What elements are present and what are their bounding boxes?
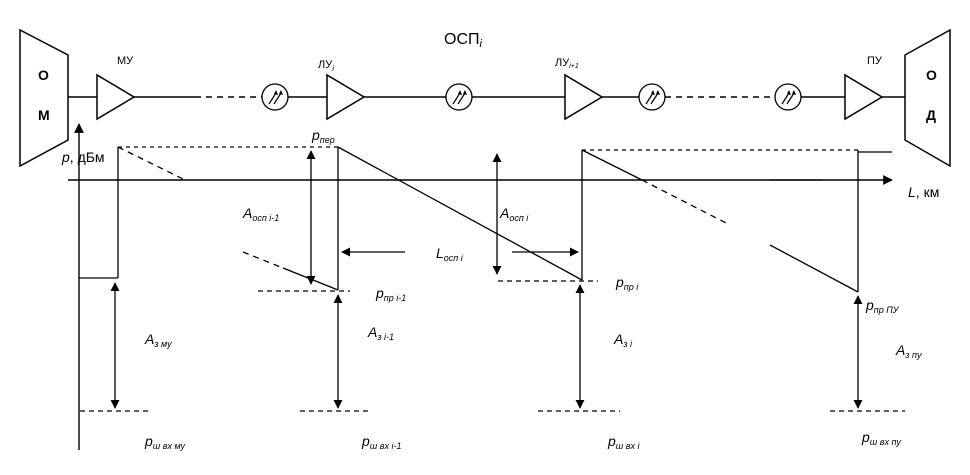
label-a-z-mu: Aз му	[144, 331, 172, 349]
regenerator-2	[445, 83, 473, 111]
amp-lu-i1	[564, 73, 604, 121]
label-a-osp-i: Aосп i	[499, 205, 529, 223]
lu-i1-label: ЛУi+1	[555, 57, 579, 70]
axes	[68, 123, 893, 450]
om-label-2: М	[38, 107, 50, 123]
dimension-arrows	[110, 150, 863, 409]
reference-levels	[80, 280, 905, 412]
regenerator-3	[638, 83, 666, 111]
lu-i-label: ЛУi	[318, 59, 334, 73]
power-profile	[79, 146, 892, 293]
label-p-pr-i: pпр i	[615, 274, 639, 292]
label-a-z-i: Aз i	[613, 331, 633, 349]
label-p-sh-i1: pш вх i-1	[361, 433, 401, 451]
od-label-1: О	[926, 67, 937, 83]
label-p-per: pпер	[311, 127, 335, 145]
label-p-sh-i: pш вх i	[607, 433, 640, 451]
label-a-z-i1: Aз i-1	[367, 324, 394, 342]
om-label-1: О	[38, 67, 49, 83]
amp-pu	[844, 73, 884, 121]
amp-mu	[96, 73, 136, 121]
od-label-2: Д	[926, 107, 936, 123]
om-block	[19, 28, 69, 168]
mu-label: МУ	[117, 55, 134, 67]
od-block	[904, 28, 951, 168]
label-l-osp-i: Lосп i	[436, 245, 464, 263]
label-p-pr-i1: pпр i-1	[375, 285, 406, 303]
regenerator-1	[261, 83, 289, 111]
label-p-sh-mu: pш вх му	[144, 433, 186, 451]
osp-i-label: ОСПi	[444, 31, 483, 50]
x-axis-label: L, км	[908, 184, 939, 200]
label-a-osp-i1: Aосп i-1	[242, 205, 279, 223]
label-a-z-pu: Aз пу	[895, 342, 922, 360]
amp-lu-i	[326, 73, 366, 121]
label-p-sh-pu: pш вх пу	[861, 429, 901, 447]
label-p-pr-pu: pпр ПУ	[865, 297, 900, 315]
y-axis-label: p, дБм	[61, 149, 105, 165]
pu-label: ПУ	[867, 55, 883, 67]
regenerator-4	[774, 83, 802, 111]
schematic	[19, 28, 951, 168]
